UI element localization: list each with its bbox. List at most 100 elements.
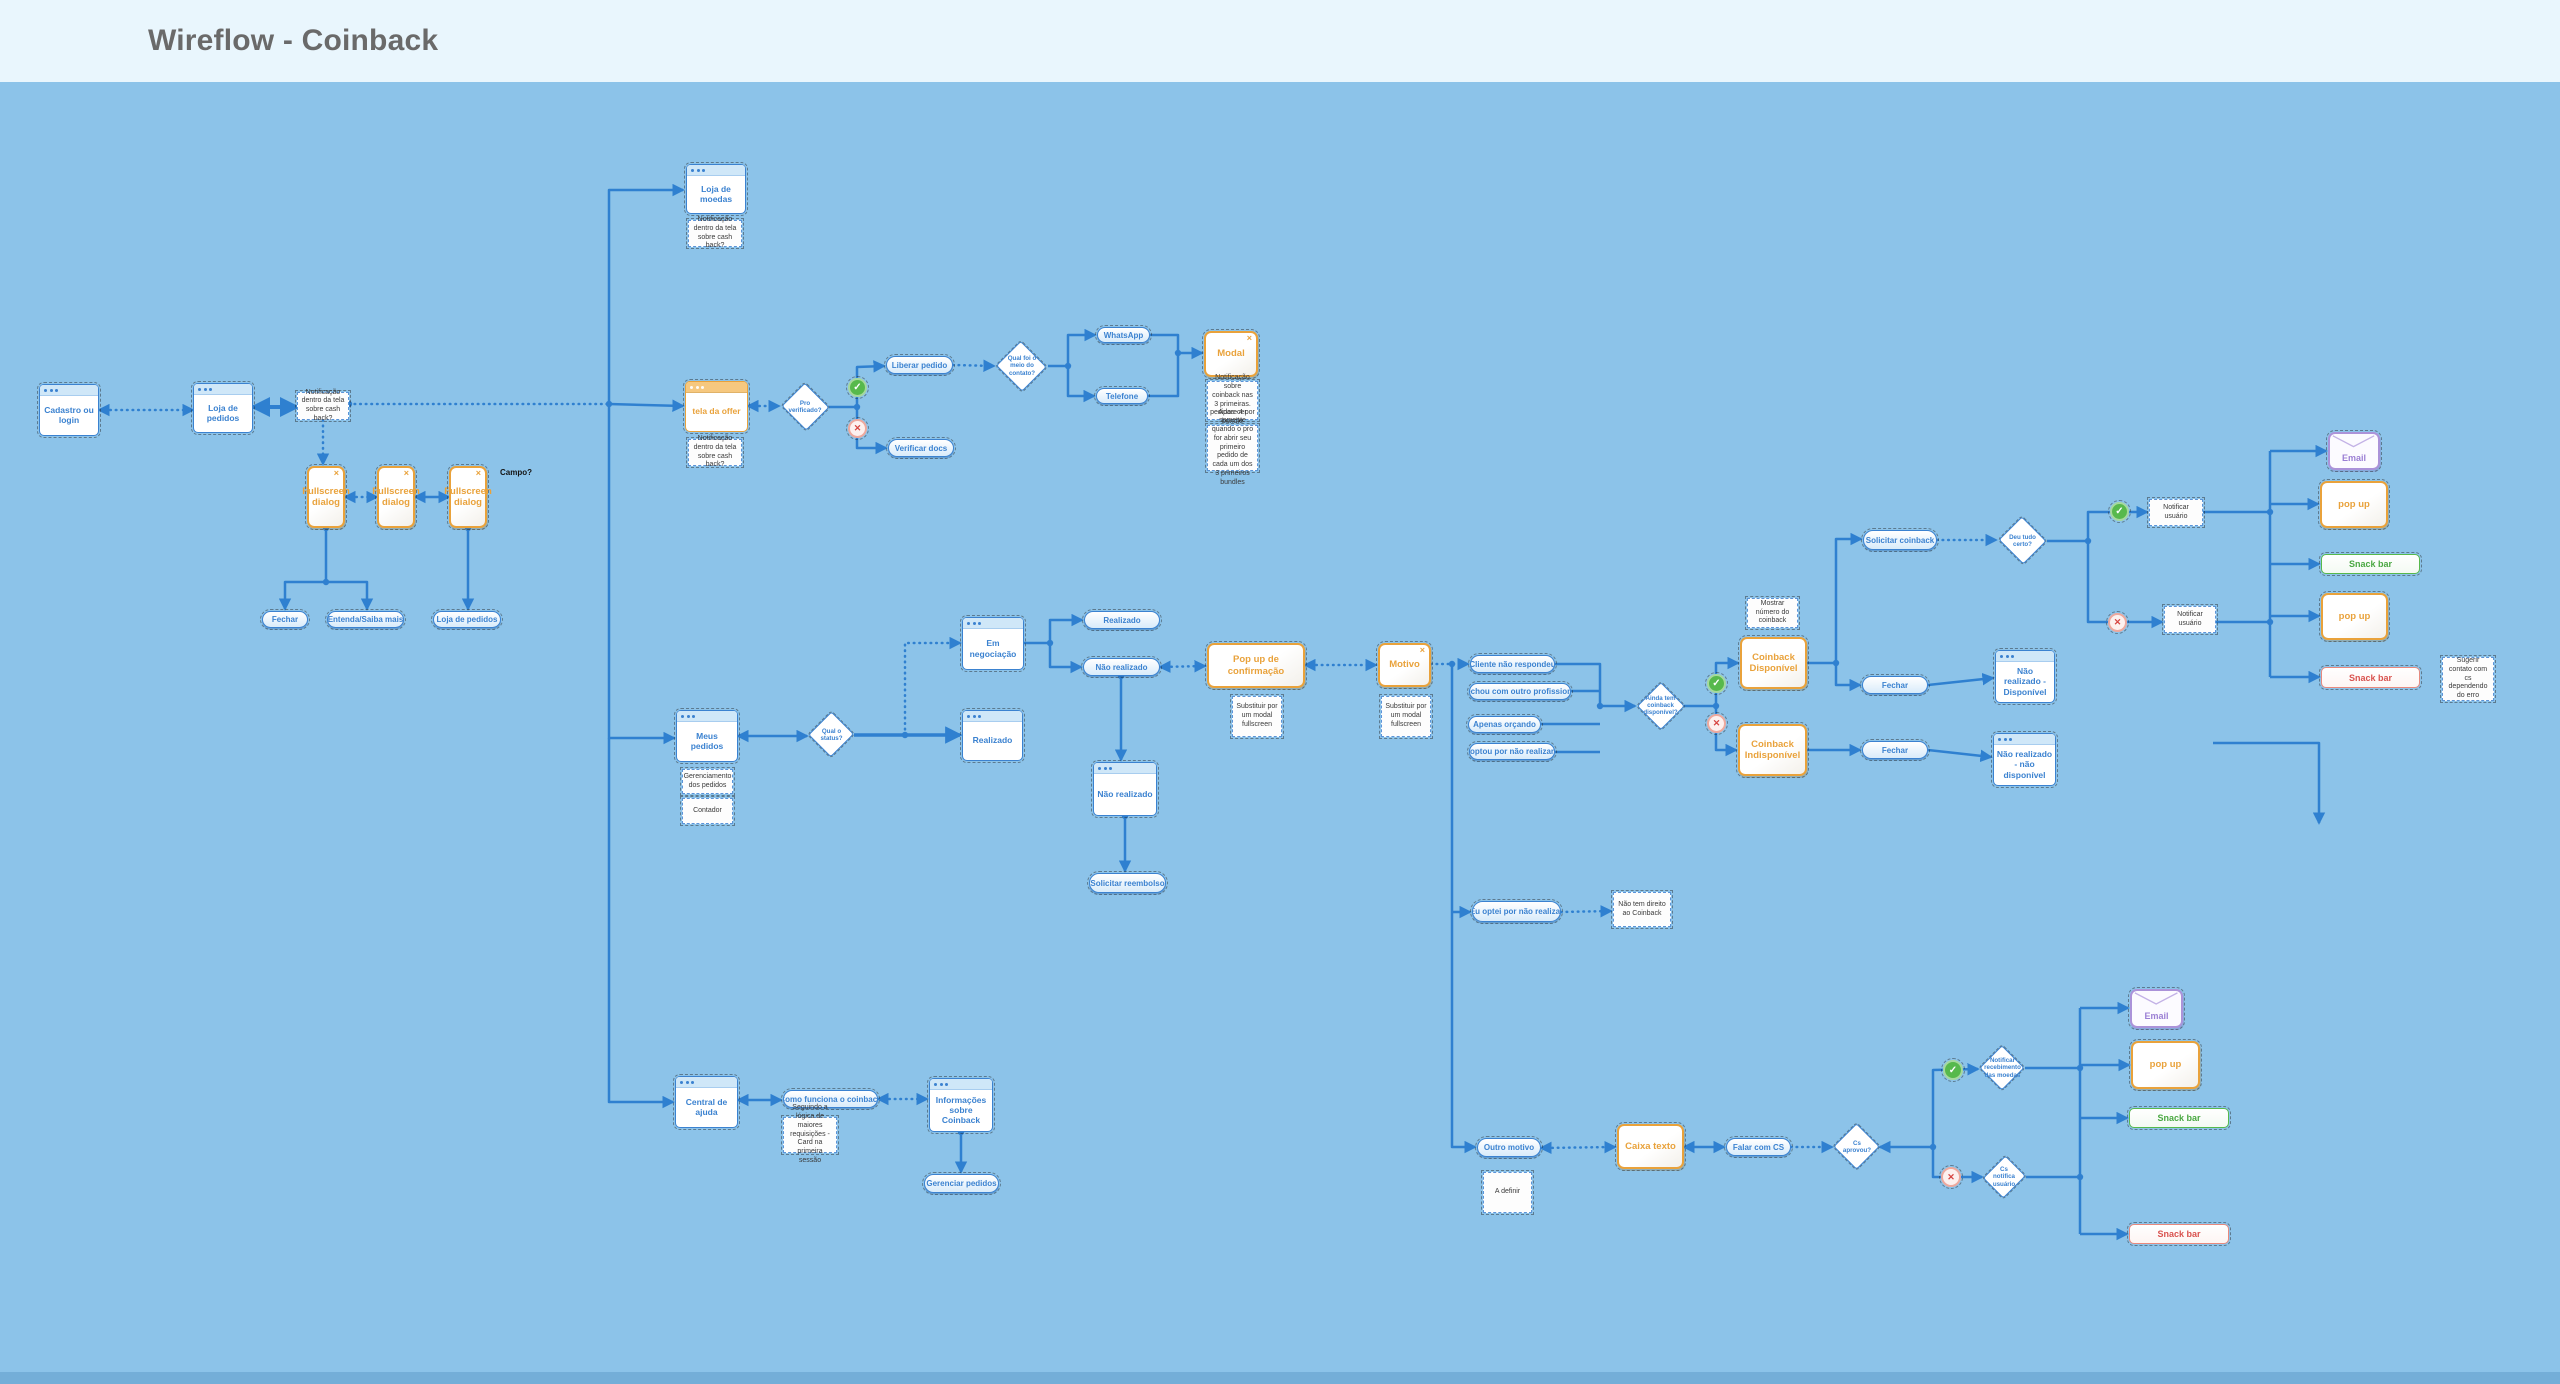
pill-gerenciar-pedidos[interactable]: Gerenciar pedidos <box>922 1172 1001 1195</box>
note-nao-tem-direito[interactable]: Não tem direito ao Coinback <box>1611 890 1673 929</box>
connector-42 <box>1927 672 1995 687</box>
note-modal-aparecer[interactable]: Aparecer somente quando o pro for abrir … <box>1205 409 1260 486</box>
pill-optou-nao-realizar[interactable]: optou por não realizar <box>1467 741 1557 762</box>
diamond-notificar-recebimento[interactable]: Notificar recebimento das moedas <box>1980 1046 2025 1090</box>
pill-nao-realizado[interactable]: Não realizado <box>1081 656 1162 678</box>
cross-cs-aprovou-icon[interactable]: ✕ <box>1939 1165 1963 1189</box>
check-coinback-icon[interactable]: ✓ <box>1705 672 1728 695</box>
card-email-2[interactable]: Email <box>2128 987 2185 1030</box>
pill-falar-com-cs[interactable]: Falar com CS <box>1724 1136 1793 1158</box>
check-cs-aprovou-icon[interactable]: ✓ <box>1941 1058 1965 1082</box>
win-realizado[interactable]: Realizado <box>960 708 1025 763</box>
card-motivo[interactable]: ×Motivo <box>1376 641 1433 689</box>
card-coinback-disponivel[interactable]: Coinback Disponível <box>1738 635 1809 691</box>
pill-realizado[interactable]: Realizado <box>1082 609 1162 631</box>
diamond-cs-notifica-usuario[interactable]: Cs notifica usuário <box>1984 1155 2024 1199</box>
snack-bar-red-2[interactable]: Snack bar <box>2127 1222 2231 1246</box>
card-popup-2[interactable]: pop up <box>2319 591 2390 642</box>
node-label: A definir <box>1494 1188 1521 1196</box>
pill-apenas-orcando[interactable]: Apenas orçando <box>1466 714 1543 735</box>
window-dot-icon <box>1109 766 1112 770</box>
pill-cliente-nao-respondeu[interactable]: Cliente não respondeu <box>1468 653 1557 675</box>
note-notificacao-cashback-2[interactable]: Notificação dentro da tela sobre cash ba… <box>686 216 744 249</box>
card-popup-3[interactable]: pop up <box>2129 1039 2202 1091</box>
diamond-pro-verificado[interactable]: Pro verificado? <box>781 384 829 430</box>
note-notificar-usuario-2[interactable]: Notificar usuário <box>2162 604 2218 635</box>
note-notificacao-cashback-1[interactable]: Notificação dentro da tela sobre cash ba… <box>295 389 351 422</box>
pill-verificar-docs[interactable]: Verificar docs <box>886 437 956 459</box>
cross-pro-verificado-icon[interactable]: ✕ <box>846 417 869 440</box>
note-notificacao-cashback-3[interactable]: Notificação dentro da tela sobre cash ba… <box>686 435 744 468</box>
card-fullscreen-dialog-3[interactable]: ×Fullscreen dialog <box>444 464 492 530</box>
win-tela-da-offer[interactable]: tela da offer <box>683 379 750 434</box>
pill-liberar-pedido[interactable]: Liberar pedido <box>884 354 955 376</box>
connector-40 <box>1834 663 1862 692</box>
node-label: Outro motivo <box>1483 1143 1535 1152</box>
card-popup-1[interactable]: pop up <box>2318 479 2390 530</box>
card-coinback-indisponivel[interactable]: Coinback Indisponível <box>1736 722 1809 778</box>
window-dot-icon <box>945 1082 948 1086</box>
pill-fechar-2[interactable]: Fechar <box>1860 739 1930 761</box>
win-nao-realizado[interactable]: Não realizado <box>1091 760 1159 818</box>
snack-bar-red-1[interactable]: Snack bar <box>2319 665 2422 690</box>
note-substituir-modal-1[interactable]: Substituir por um modal fullscreen <box>1230 694 1284 739</box>
cross-coinback-icon[interactable]: ✕ <box>1705 712 1728 735</box>
node-label: Cliente não respondeu <box>1470 659 1555 669</box>
pill-fechou-outro-profissional[interactable]: Fechou com outro profissionla <box>1467 681 1573 702</box>
node-label: Loja de moedas <box>699 183 733 204</box>
win-nr-nao-disponivel[interactable]: Não realizado - não disponível <box>1991 731 2058 788</box>
note-seguindo-logica[interactable]: Seguindo a lógica de maiores requisições… <box>781 1104 839 1164</box>
connector-23 <box>903 636 962 737</box>
pill-solicitar-reembolso[interactable]: Solicitar reembolso <box>1087 871 1168 895</box>
window-titlebar <box>1094 763 1156 774</box>
card-popup-confirmacao[interactable]: Pop up de confirmação <box>1205 641 1307 690</box>
card-modal[interactable]: ×Modal <box>1202 329 1260 379</box>
note-a-definir[interactable]: A definir <box>1481 1170 1534 1215</box>
card-email-1[interactable]: Email <box>2326 430 2382 472</box>
pill-telefone[interactable]: Telefone <box>1094 386 1150 406</box>
diamond-cs-aprovou[interactable]: Cs aprovou? <box>1834 1124 1880 1170</box>
note-notificar-usuario-1[interactable]: Notificar usuário <box>2147 497 2205 528</box>
check-pro-verificado-icon[interactable]: ✓ <box>846 376 869 399</box>
node-label: Fullscreen dialog <box>444 485 492 508</box>
win-informacoes-coinback[interactable]: Informações sobre Coinback <box>927 1076 995 1134</box>
note-mostrar-numero[interactable]: Mostrar número do coinback <box>1745 596 1800 630</box>
note-gerenciamento-pedidos[interactable]: Gerenciamento dos pedidos <box>680 767 735 796</box>
win-cadastro-login[interactable]: Cadastro ou login <box>37 382 101 438</box>
pill-eu-optei-nao-realizar[interactable]: Eu optei por não realizar <box>1470 899 1563 924</box>
check-deu-certo-icon[interactable]: ✓ <box>2108 500 2131 523</box>
envelope-flap-icon <box>2332 435 2375 448</box>
pill-loja-de-pedidos[interactable]: Loja de pedidos <box>431 609 503 630</box>
win-meus-pedidos[interactable]: Meus pedidos <box>674 708 740 764</box>
note-contador[interactable]: Contador <box>680 796 735 826</box>
win-loja-moedas[interactable]: Loja de moedas <box>684 162 748 216</box>
cross-deu-certo-icon[interactable]: ✕ <box>2106 611 2129 634</box>
card-fullscreen-dialog-2[interactable]: ×Fullscreen dialog <box>372 464 420 530</box>
diamond-qual-status[interactable]: Qual o status? <box>809 712 854 758</box>
pill-whatsapp[interactable]: WhatsApp <box>1095 325 1152 345</box>
snack-bar-green-1[interactable]: Snack bar <box>2319 552 2422 576</box>
pill-outro-motivo[interactable]: Outro motivo <box>1475 1136 1543 1159</box>
node-label: Loja de pedidos <box>206 402 240 423</box>
diamond-deu-tudo-certo[interactable]: Deu tudo certo? <box>1998 518 2047 564</box>
diamond-ainda-tem-coinback[interactable]: Ainda tem coinback disponível? <box>1637 682 1684 729</box>
pill-solicitar-coinback[interactable]: Solicitar coinback <box>1861 528 1939 552</box>
win-nr-disponivel[interactable]: Não realizado - Disponível <box>1993 648 2057 705</box>
card-fullscreen-dialog-1[interactable]: ×Fullscreen dialog <box>302 464 350 530</box>
node-label: Caixa texto <box>1625 1140 1676 1152</box>
note-sugerir-contato-cs[interactable]: Sugerir contato com cs dependendo do err… <box>2440 655 2496 703</box>
win-central-ajuda[interactable]: Central de ajuda <box>673 1074 740 1130</box>
win-em-negociacao[interactable]: Em negociação <box>960 615 1026 672</box>
note-modal-notificacao[interactable]: Notificação sobre coinback nas 3 primeir… <box>1205 374 1260 425</box>
pill-fechar-1[interactable]: Fechar <box>1860 674 1930 696</box>
win-loja-pedidos[interactable]: Loja de pedidos <box>191 381 255 435</box>
card-caixa-texto[interactable]: Caixa texto <box>1615 1122 1686 1171</box>
pill-entenda-saiba-mais[interactable]: Entenda/Saiba mais <box>325 609 406 630</box>
node-label: Sugerir contato com cs dependendo do err… <box>2448 657 2488 700</box>
diamond-meio-contato[interactable]: Qual foi o meio do contato? <box>996 342 1048 390</box>
pill-fechar-dialog[interactable]: Fechar <box>260 609 310 630</box>
snack-bar-green-2[interactable]: Snack bar <box>2127 1106 2231 1130</box>
note-substituir-modal-2[interactable]: Substituir por um modal fullscreen <box>1379 694 1433 739</box>
node-label: Falar com CS <box>1732 1142 1785 1152</box>
